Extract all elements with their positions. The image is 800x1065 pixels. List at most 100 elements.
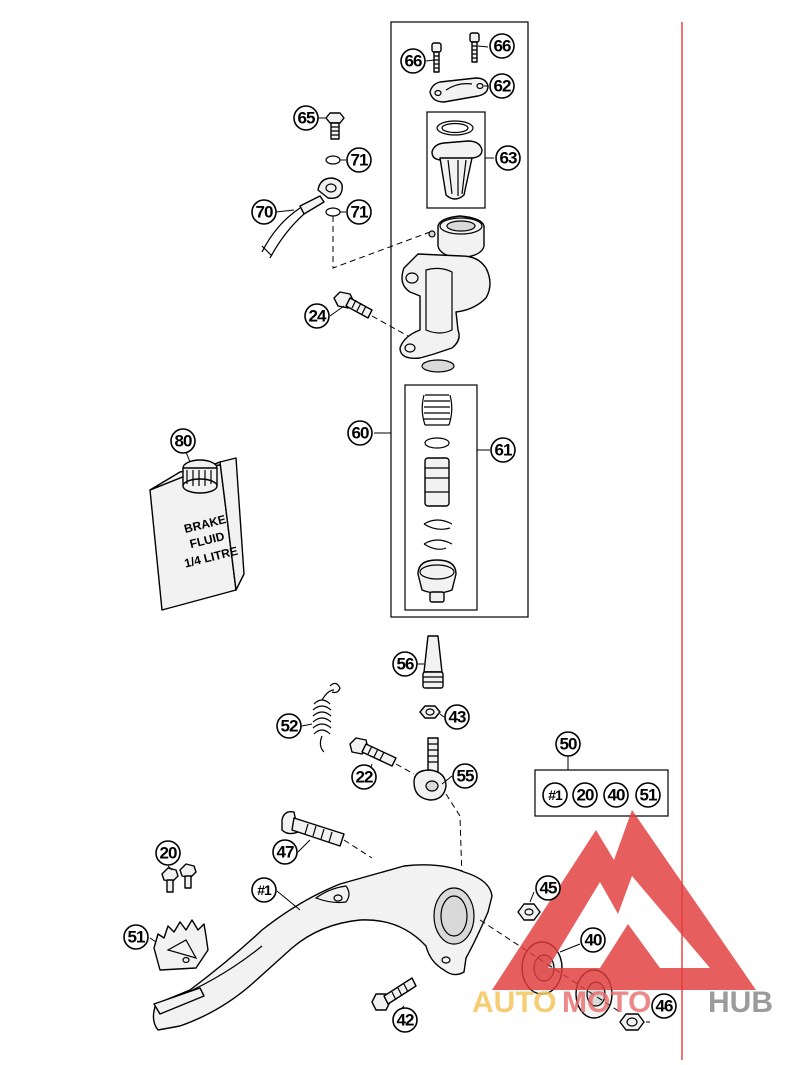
svg-text:40: 40 (608, 786, 625, 805)
svg-text:55: 55 (457, 767, 474, 786)
callout-63: 63 (495, 145, 521, 171)
dust-boot (417, 559, 457, 603)
svg-text:56: 56 (397, 655, 414, 674)
svg-text:51: 51 (128, 928, 145, 947)
callout-52: 52 (276, 713, 302, 739)
svg-text:62: 62 (494, 77, 511, 96)
callout-20: 20 (155, 840, 181, 866)
callout-66b: 66 (489, 33, 515, 59)
svg-text:60: 60 (352, 424, 369, 443)
svg-text:22: 22 (356, 768, 373, 787)
callout-55: 55 (452, 763, 478, 789)
callout-61: 61 (490, 437, 516, 463)
pivot-bolt-47 (281, 810, 345, 847)
seal-kit-frame-63 (426, 111, 486, 209)
svg-text:63: 63 (500, 149, 517, 168)
kit-callout-51: 51 (635, 782, 661, 808)
svg-text:70: 70 (256, 203, 273, 222)
svg-text:65: 65 (298, 109, 315, 128)
callout-40: 40 (580, 927, 606, 953)
callout-50: 50 (555, 731, 581, 757)
svg-text:51: 51 (640, 786, 657, 805)
svg-text:66: 66 (405, 52, 422, 71)
svg-text:20: 20 (577, 786, 594, 805)
svg-text:24: 24 (309, 307, 327, 326)
svg-text:71: 71 (351, 203, 368, 222)
brake-fluid-can-80: BRAKE FLUID 1/4 LITRE (149, 457, 245, 611)
nut-45 (517, 903, 541, 921)
bolt-24-dash (371, 315, 409, 337)
nut-46 (619, 1013, 645, 1031)
washer-71-lower (325, 207, 341, 217)
callout-60: 60 (347, 420, 373, 446)
callout-71a: 71 (346, 147, 372, 173)
brake-lever-1 (152, 864, 493, 1031)
svg-text:#1: #1 (548, 787, 563, 803)
piston-oring (424, 437, 450, 449)
watermark-logo-icon (492, 810, 756, 990)
reservoir-cover-62 (429, 77, 489, 103)
svg-text:52: 52 (281, 717, 298, 736)
svg-text:71: 71 (351, 151, 368, 170)
callout-62: 62 (489, 73, 515, 99)
callout-45: 45 (535, 875, 561, 901)
callout-46: 46 (651, 993, 677, 1019)
callout-47: 47 (272, 839, 298, 865)
callout-lever-1: #1 (251, 877, 277, 903)
piston-kit-frame-61 (404, 384, 478, 611)
clevis-55 (413, 737, 447, 801)
callout-65: 65 (293, 105, 319, 131)
callout-43: 43 (444, 704, 470, 730)
watermark-hub: HUB (708, 986, 773, 1019)
callout-56: 56 (392, 651, 418, 677)
kit-callout-40: 40 (603, 782, 629, 808)
svg-text:45: 45 (540, 879, 557, 898)
svg-text:46: 46 (656, 997, 673, 1016)
svg-text:40: 40 (585, 931, 602, 950)
kit-callout-20: 20 (572, 782, 598, 808)
svg-text:42: 42 (397, 1011, 414, 1030)
callout-71b: 71 (346, 199, 372, 225)
repair-kit-frame-50 (534, 769, 669, 817)
piston (424, 457, 450, 507)
bolt-22-dash (395, 763, 415, 775)
master-cylinder-frame (390, 21, 529, 618)
nut-43 (419, 705, 441, 719)
callout-66a: 66 (400, 48, 426, 74)
callouts: 66 66 62 63 65 71 71 70 24 60 61 80 56 4… (123, 33, 677, 1033)
svg-text:20: 20 (160, 844, 177, 863)
return-spring-52 (312, 682, 341, 753)
svg-text:80: 80 (175, 432, 192, 451)
diaphragm-63 (431, 120, 483, 200)
banjo-dash-line (332, 216, 431, 269)
screw-66-left (431, 42, 442, 73)
piston-spring (421, 394, 453, 426)
bolt-22 (349, 737, 397, 767)
callout-80: 80 (170, 428, 196, 454)
brake-line-70 (261, 177, 343, 259)
step-plate-51 (153, 919, 209, 971)
leader-lines (149, 45, 650, 1023)
bolt-42 (371, 977, 417, 1011)
callout-24: 24 (304, 303, 330, 329)
watermark-auto: AUTO (472, 986, 556, 1019)
pushrod-56 (422, 635, 444, 689)
circlip-lower (423, 539, 453, 550)
screws-20 (161, 863, 197, 893)
kit-callout-1: #1 (542, 782, 568, 808)
callout-22: 22 (351, 764, 377, 790)
screw-66-right (469, 32, 480, 63)
master-cylinder-body (399, 215, 491, 373)
svg-text:61: 61 (495, 441, 512, 460)
pivot-axis-dash (479, 919, 621, 1013)
callout-51: 51 (123, 924, 149, 950)
bolt-24 (333, 291, 373, 319)
automotohub-watermark: AUTO MOTO HUB (472, 810, 773, 1019)
watermark-moto: MOTO (562, 986, 651, 1019)
callout-70: 70 (251, 199, 277, 225)
washer-71-upper (325, 155, 341, 165)
svg-text:43: 43 (449, 708, 466, 727)
svg-text:47: 47 (277, 843, 294, 862)
